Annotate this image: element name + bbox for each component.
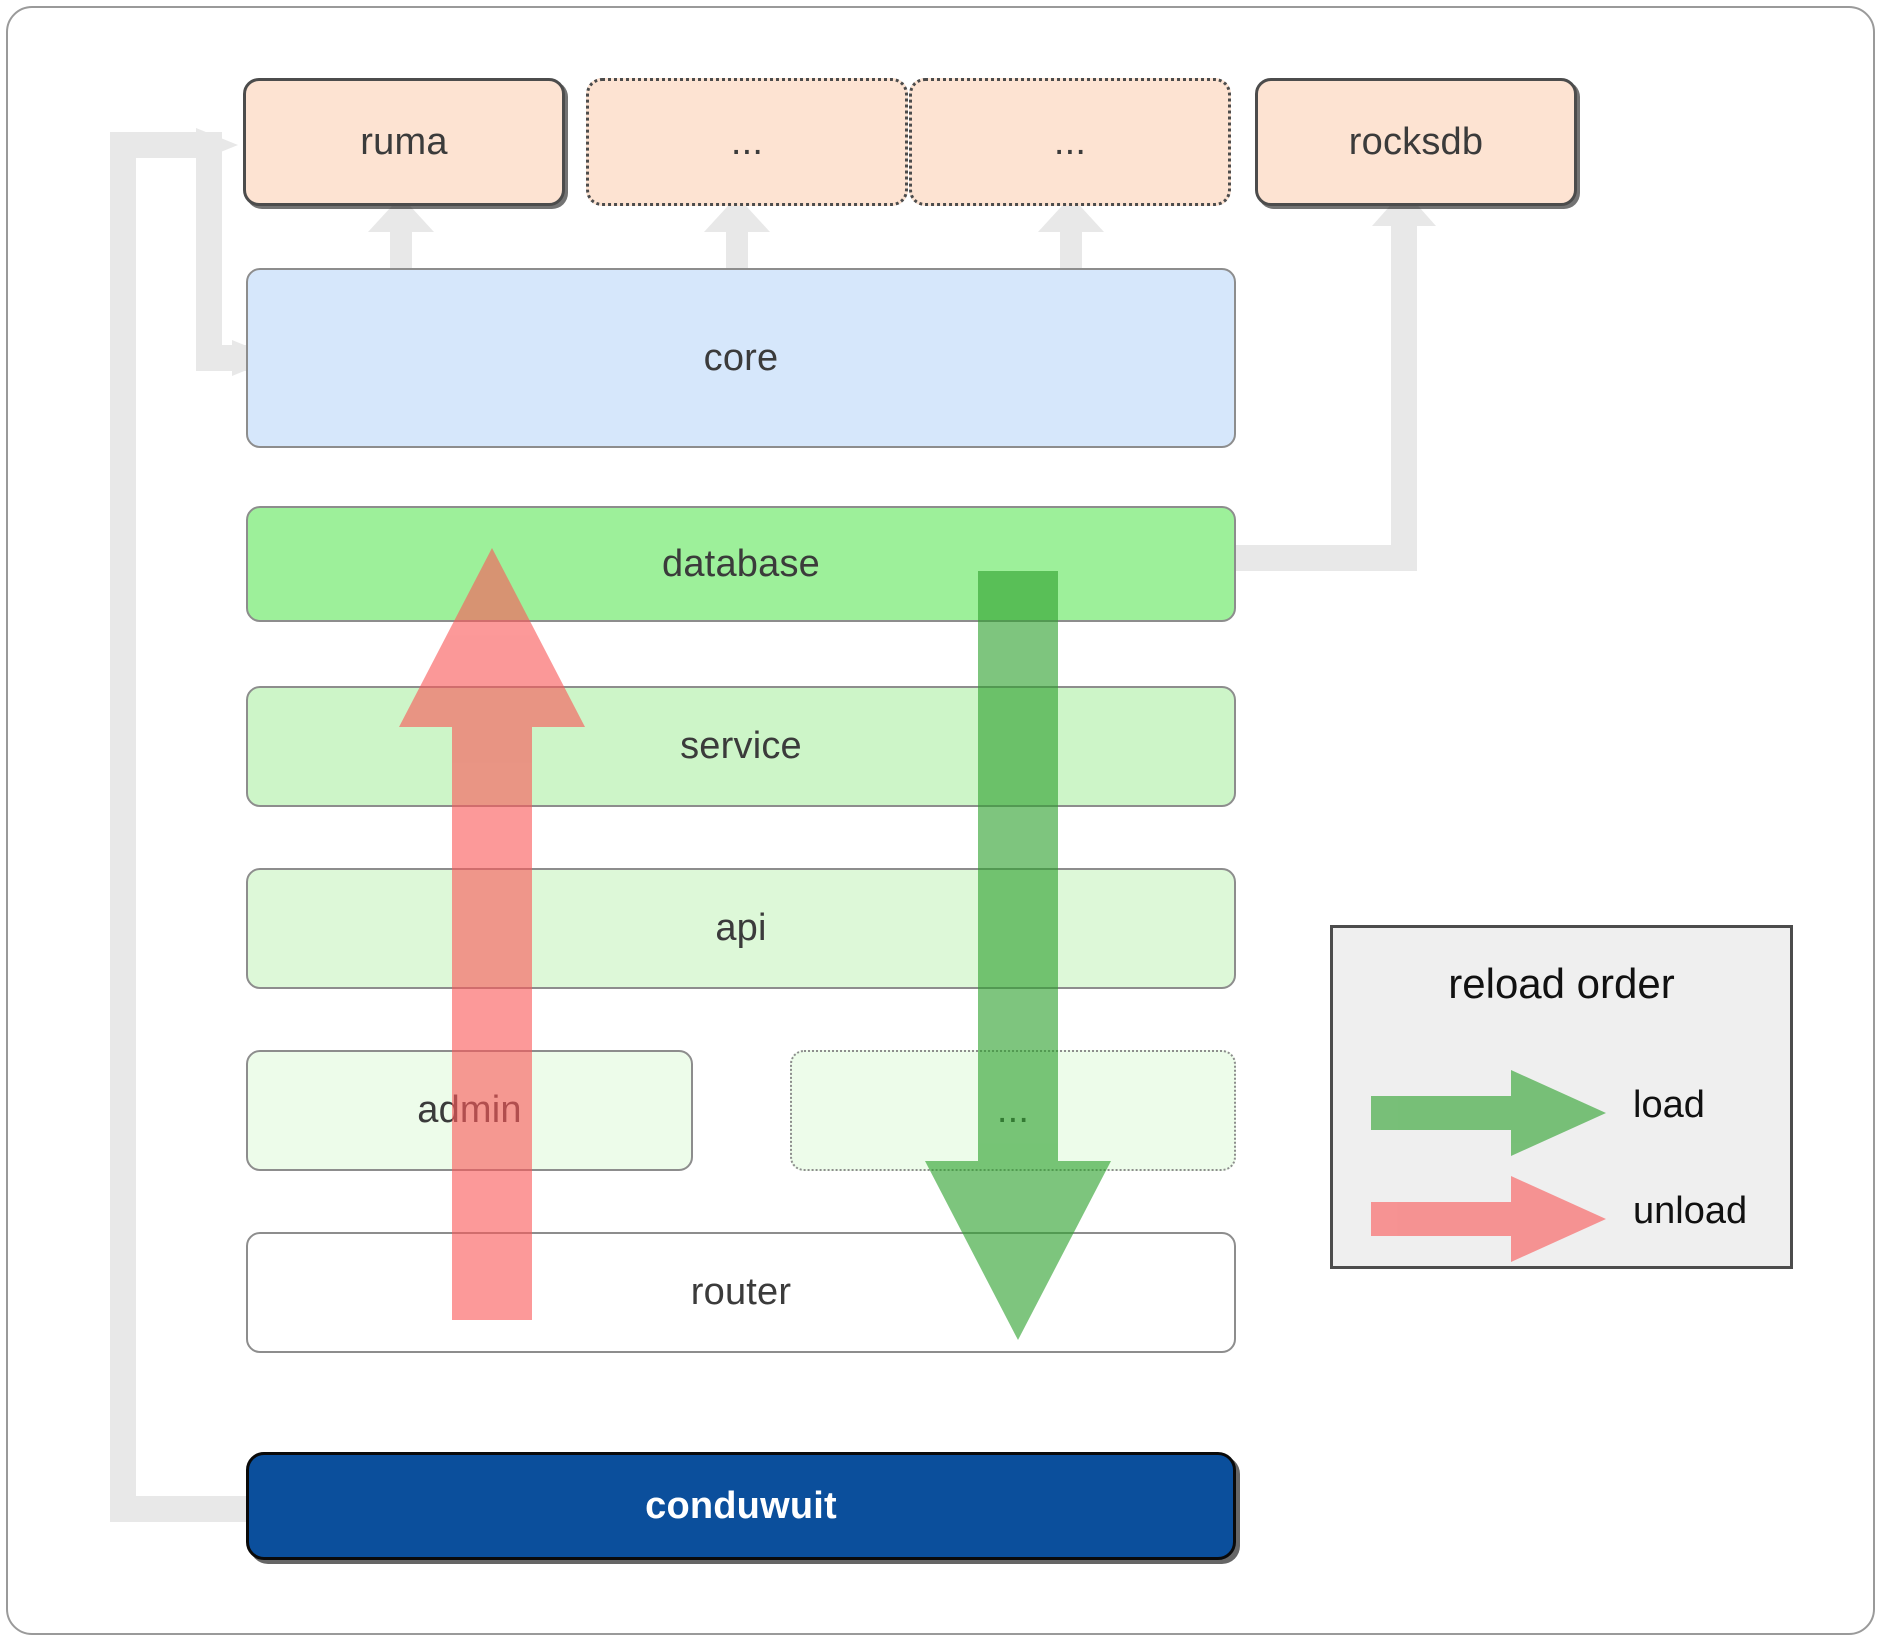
layer-box-database[interactable]: database — [246, 506, 1236, 622]
dependency-label: ... — [1053, 120, 1087, 163]
layer-box-api[interactable]: api — [246, 868, 1236, 989]
dependency-box-rocksdb[interactable]: rocksdb — [1255, 78, 1577, 206]
legend-unload-arrow-icon — [1371, 1176, 1606, 1262]
layer-label: core — [703, 336, 779, 379]
legend-row-load: load — [1333, 1068, 1790, 1158]
legend-title: reload order — [1448, 960, 1675, 1007]
layer-box-service[interactable]: service — [246, 686, 1236, 807]
legend-unload-label: unload — [1633, 1190, 1748, 1232]
dependency-box-ellipsis-1[interactable]: ... — [586, 78, 908, 206]
legend-load-label: load — [1633, 1084, 1705, 1126]
layer-label: admin — [417, 1089, 522, 1131]
layer-box-admin[interactable]: admin — [246, 1050, 693, 1171]
application-box-conduwuit[interactable]: conduwuit — [246, 1452, 1236, 1560]
dependency-box-ruma[interactable]: ruma — [243, 78, 565, 206]
diagram-frame — [6, 6, 1875, 1635]
application-label: conduwuit — [645, 1484, 837, 1527]
layer-label: database — [662, 542, 820, 585]
dependency-label: ... — [730, 120, 764, 163]
layer-box-ellipsis[interactable]: ... — [790, 1050, 1236, 1171]
layer-box-router[interactable]: router — [246, 1232, 1236, 1353]
dependency-label: ruma — [360, 120, 448, 163]
dependency-box-ellipsis-2[interactable]: ... — [909, 78, 1231, 206]
legend-load-arrow-icon — [1371, 1070, 1606, 1156]
layer-label: ... — [996, 1089, 1030, 1131]
dependency-label: rocksdb — [1348, 120, 1484, 163]
layer-label: api — [715, 907, 767, 949]
layer-label: service — [680, 725, 802, 767]
layer-label: router — [690, 1271, 792, 1313]
legend-panel: reload order load unload — [1330, 925, 1793, 1269]
legend-row-unload: unload — [1333, 1174, 1790, 1264]
layer-box-core[interactable]: core — [246, 268, 1236, 448]
